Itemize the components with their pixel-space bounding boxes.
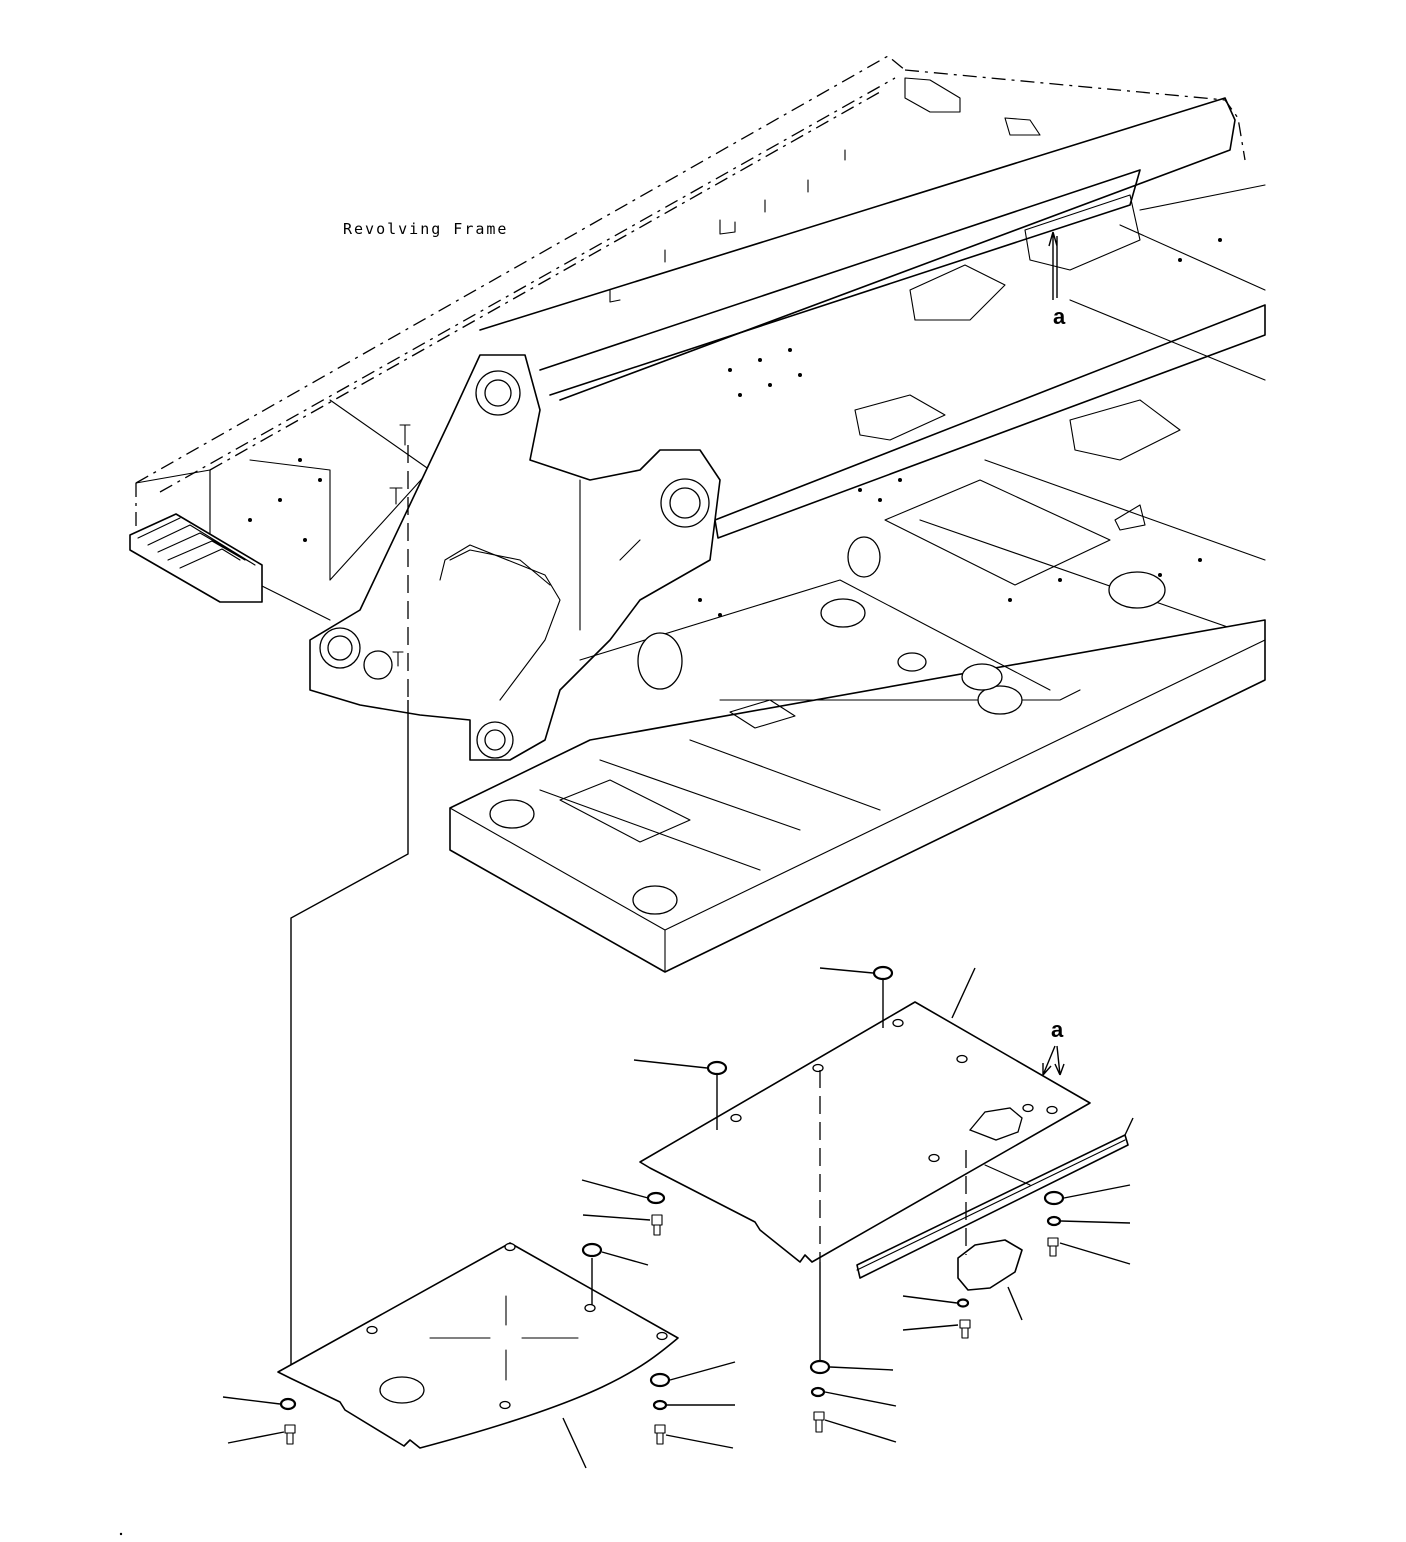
frame-bolts	[248, 238, 1222, 617]
ref-a-top-arrow	[1048, 231, 1058, 300]
revolving-frame	[129, 55, 1266, 973]
cover-rail	[856, 1134, 1129, 1279]
ref-a-top-label: a	[1053, 304, 1066, 329]
connector-line-left	[290, 700, 409, 1372]
left-under-cover	[277, 1242, 679, 1449]
frame-title-label: Revolving Frame	[343, 220, 508, 238]
ref-a-bottom-label: a	[1051, 1017, 1064, 1042]
floor-holes	[489, 536, 1166, 915]
fasteners	[222, 965, 1131, 1449]
step-plate	[129, 513, 263, 603]
ref-a-bottom-arrows	[1042, 1045, 1065, 1076]
deck-fasteners	[389, 149, 846, 667]
boom-bracket	[309, 354, 721, 761]
inspection-cover	[957, 1150, 1023, 1291]
right-under-cover	[639, 1001, 1091, 1263]
